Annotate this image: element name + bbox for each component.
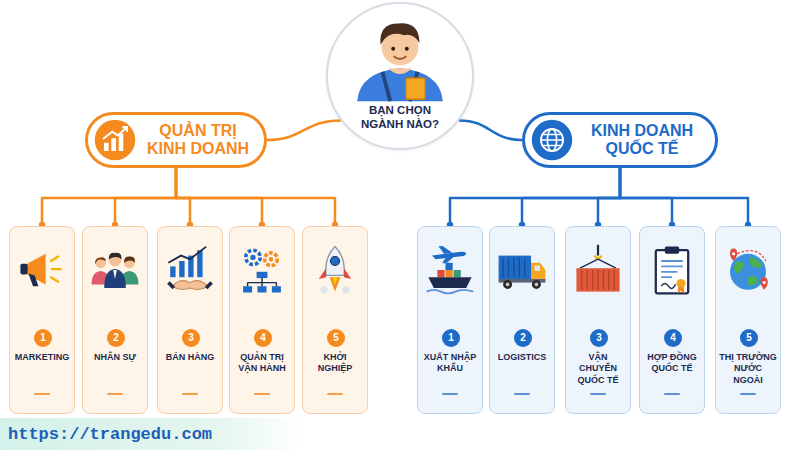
topic-name: MARKETING [13, 352, 71, 363]
watermark-url: https://trangedu.com [0, 418, 305, 450]
callout-number: 4 [254, 329, 272, 347]
number-text: 1 [448, 333, 454, 343]
topic-name: BÁN HÀNG [161, 352, 219, 363]
topic-name: LOGISTICS [493, 352, 551, 363]
topic-icon [423, 243, 477, 297]
branch-connector [450, 168, 620, 226]
number-text: 5 [746, 333, 752, 343]
major-pill: QUẢN TRỊ KINH DOANH [85, 112, 267, 168]
callout-number: 1 [34, 329, 52, 347]
number-text: 2 [113, 333, 119, 343]
number-text: 4 [260, 333, 266, 343]
topic-name: HỢP ĐỒNG QUỐC TẾ [643, 352, 701, 375]
number-text: 5 [333, 333, 339, 343]
topic-card: THỊ TRƯỜNG NƯỚC NGOÀI 5 [715, 226, 781, 414]
topic-icon [163, 243, 217, 297]
branch-connector [176, 168, 335, 226]
number-text: 3 [596, 333, 602, 343]
callout-number: 5 [327, 329, 345, 347]
topic-icon [495, 243, 549, 297]
topic-name: THỊ TRƯỜNG NƯỚC NGOÀI [719, 352, 777, 386]
major-title: KINH DOANH QUỐC TẾ [577, 115, 707, 165]
topic-icon [721, 243, 775, 297]
topic-icon [645, 243, 699, 297]
callout-number: 3 [182, 329, 200, 347]
topic-card: BÁN HÀNG 3 [157, 226, 223, 414]
topic-card: HỢP ĐỒNG QUỐC TẾ 4 [639, 226, 705, 414]
topic-card: LOGISTICS 2 [489, 226, 555, 414]
callout-number: 2 [107, 329, 125, 347]
topic-card: NHÂN SỰ 2 [82, 226, 148, 414]
topic-name: QUẢN TRỊ VẬN HÀNH [233, 352, 291, 375]
topic-icon [235, 243, 289, 297]
number-text: 1 [40, 333, 46, 343]
branch-connector [176, 168, 262, 226]
callout-number: 4 [664, 329, 682, 347]
major-icon [529, 117, 575, 163]
question-text: BẠN CHỌN NGÀNH NÀO? [357, 104, 443, 132]
topic-name: NHÂN SỰ [86, 352, 144, 363]
number-text: 2 [520, 333, 526, 343]
branch-connector [176, 168, 190, 226]
branch-connector [459, 120, 522, 140]
topic-card: QUẢN TRỊ VẬN HÀNH 4 [229, 226, 295, 414]
number-text: 4 [670, 333, 676, 343]
topic-card: XUẤT NHẬP KHẨU 1 [417, 226, 483, 414]
topic-icon [88, 243, 142, 297]
callout-number: 1 [442, 329, 460, 347]
question-circle: BẠN CHỌN NGÀNH NÀO? [326, 2, 474, 150]
number-text: 3 [188, 333, 194, 343]
branch-connector [42, 168, 176, 226]
branch-connector [620, 168, 748, 226]
major-icon [92, 117, 138, 163]
topic-icon [308, 243, 362, 297]
branch-connector [267, 120, 341, 140]
callout-number: 5 [740, 329, 758, 347]
topic-icon [15, 243, 69, 297]
topic-card: MARKETING 1 [9, 226, 75, 414]
topic-card: VẬN CHUYỂN QUỐC TẾ 3 [565, 226, 631, 414]
major-pill: KINH DOANH QUỐC TẾ [522, 112, 718, 168]
topic-icon [571, 243, 625, 297]
topic-name: XUẤT NHẬP KHẨU [421, 352, 479, 375]
topic-name: VẬN CHUYỂN QUỐC TẾ [569, 352, 627, 386]
topic-name: KHỞI NGHIỆP [306, 352, 364, 375]
major-title: QUẢN TRỊ KINH DOANH [140, 115, 256, 165]
topic-card: KHỞI NGHIỆP 5 [302, 226, 368, 414]
callout-number: 3 [590, 329, 608, 347]
callout-number: 2 [514, 329, 532, 347]
branch-connector [620, 168, 672, 226]
